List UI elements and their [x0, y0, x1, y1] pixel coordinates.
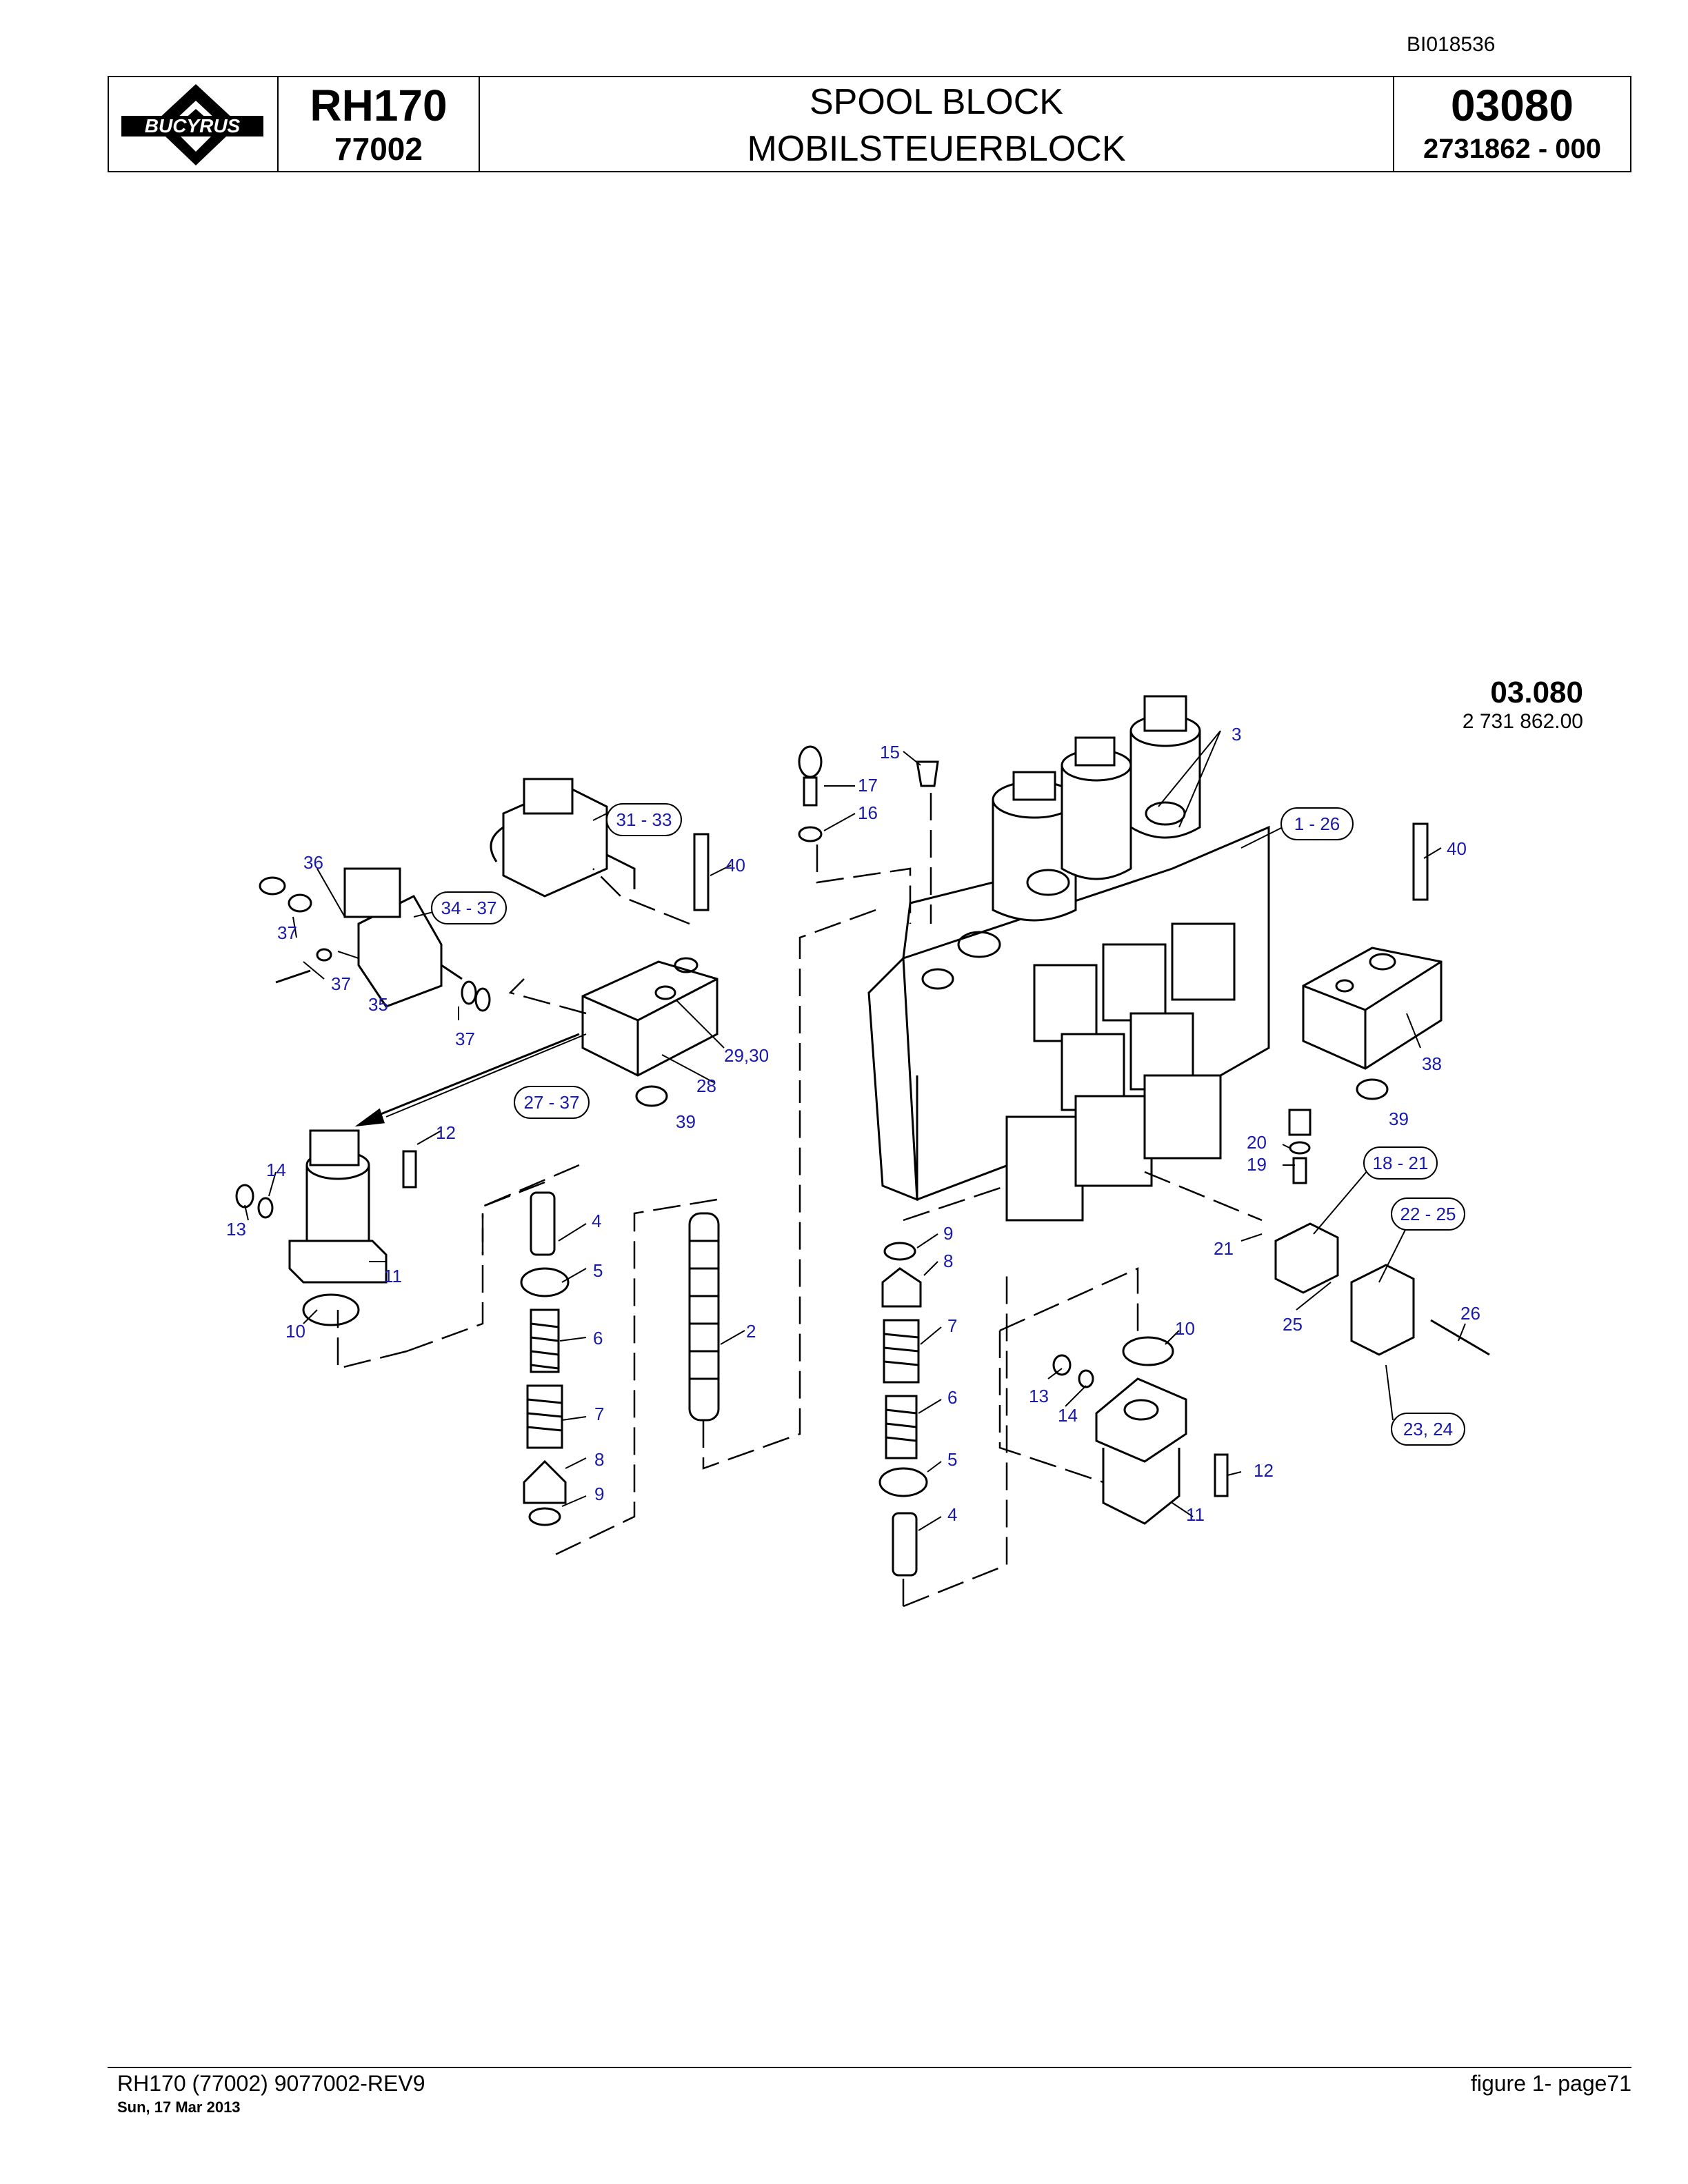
- callout-23-24: 23, 24: [1403, 1419, 1453, 1439]
- callout-31-33: 31 - 33: [616, 809, 672, 830]
- figure-part: 2 731 862.00: [1462, 710, 1583, 733]
- label-4-left: 4: [592, 1211, 601, 1231]
- item-labels: 3 15 17 16 40 40 36 37 37 35 37 29,30 28…: [226, 724, 1480, 1525]
- callout-oval: [1391, 1413, 1465, 1446]
- logo-cell: BUCYRUS: [109, 77, 279, 171]
- label-38: 38: [1422, 1053, 1442, 1074]
- model-cell: RH170 77002: [279, 77, 480, 171]
- label-7-left: 7: [594, 1404, 604, 1424]
- label-29-30: 29,30: [724, 1045, 769, 1066]
- label-7-right: 7: [947, 1315, 957, 1336]
- label-13-right: 13: [1029, 1386, 1049, 1406]
- callout-27-37: 27 - 37: [524, 1092, 580, 1113]
- callout-oval: [606, 803, 682, 836]
- title-cell: SPOOL BLOCK MOBILSTEUERBLOCK: [480, 77, 1394, 171]
- label-4-right: 4: [947, 1504, 957, 1525]
- label-12-left: 12: [436, 1122, 456, 1143]
- document-id: BI018536: [1407, 33, 1496, 56]
- callout-oval: [431, 891, 507, 924]
- group-cell: 03080 2731862 - 000: [1394, 77, 1630, 171]
- group-number: 03080: [1451, 81, 1574, 130]
- label-6-left: 6: [593, 1328, 603, 1348]
- end-cap-right: [1052, 1336, 1229, 1525]
- callout-oval: [1280, 807, 1354, 840]
- label-25: 25: [1283, 1314, 1303, 1335]
- callout-oval: [514, 1086, 590, 1119]
- drawing-lines: [235, 695, 1490, 1608]
- leader-lines: [244, 730, 1466, 1531]
- label-37-b: 37: [331, 973, 351, 994]
- label-19: 19: [1247, 1154, 1267, 1175]
- callout-oval: [1391, 1197, 1465, 1231]
- label-11-left: 11: [383, 1266, 402, 1286]
- label-40-right: 40: [1447, 838, 1467, 859]
- spool: [688, 1212, 720, 1422]
- label-11-right: 11: [1186, 1504, 1205, 1525]
- figure-group: 03.080: [1490, 676, 1583, 709]
- title-block: BUCYRUS RH170 77002 SPOOL BLOCK MOBILSTE…: [108, 76, 1631, 172]
- model-number: RH170: [310, 81, 448, 130]
- footer-page-reference: figure 1- page71: [1470, 2071, 1631, 2096]
- adapter-block-left: [581, 957, 719, 1077]
- label-5-right: 5: [947, 1449, 957, 1470]
- label-15: 15: [880, 742, 900, 762]
- label-10-left: 10: [285, 1321, 305, 1342]
- figure-reference: 03.080 2 731 862.00: [1379, 676, 1583, 734]
- label-8-left: 8: [594, 1449, 604, 1470]
- end-cap-left: [235, 1129, 417, 1326]
- title-english: SPOOL BLOCK: [810, 82, 1063, 122]
- label-13-left: 13: [226, 1219, 246, 1240]
- part-number: 2731862 - 000: [1423, 134, 1601, 164]
- label-39-right: 39: [1389, 1109, 1409, 1129]
- label-9-right: 9: [943, 1223, 953, 1244]
- label-20: 20: [1247, 1132, 1267, 1153]
- title-german: MOBILSTEUERBLOCK: [747, 129, 1126, 169]
- label-36: 36: [303, 852, 323, 873]
- spring-stack-left: [520, 1191, 570, 1526]
- label-39-left: 39: [676, 1111, 696, 1132]
- spring-stack-right: [878, 1242, 928, 1577]
- callout-34-37: 34 - 37: [441, 898, 497, 918]
- callout-1-26: 1 - 26: [1294, 813, 1340, 834]
- top-solenoids: [992, 695, 1201, 922]
- label-9-left: 9: [594, 1484, 604, 1504]
- label-6-right: 6: [947, 1387, 957, 1408]
- label-14-left: 14: [266, 1160, 286, 1180]
- label-26: 26: [1460, 1303, 1480, 1324]
- main-spool-block: [867, 825, 1270, 1222]
- footer-document-info: RH170 (77002) 9077002-REV9: [117, 2071, 425, 2096]
- label-12-right: 12: [1254, 1460, 1274, 1481]
- label-40-left: 40: [725, 855, 745, 876]
- label-16: 16: [858, 802, 878, 823]
- label-10-right: 10: [1175, 1318, 1195, 1339]
- footer-date: Sun, 17 Mar 2013: [117, 2099, 241, 2116]
- serial-number: 77002: [334, 131, 423, 167]
- label-14-right: 14: [1058, 1405, 1078, 1426]
- label-17: 17: [858, 775, 878, 796]
- label-37-a: 37: [277, 922, 297, 943]
- label-5-left: 5: [593, 1260, 603, 1281]
- label-21: 21: [1214, 1238, 1234, 1259]
- label-8-right: 8: [943, 1251, 953, 1271]
- solenoid-valve-lower: [259, 867, 491, 1012]
- label-37-c: 37: [455, 1029, 475, 1049]
- assembly-lines: [336, 793, 1263, 1608]
- label-3: 3: [1232, 724, 1241, 745]
- bucyrus-logo: BUCYRUS: [121, 84, 263, 165]
- callouts: 1 - 26 31 - 33 34 - 37 27 - 37 18 - 21 2…: [431, 803, 1465, 1446]
- svg-text:BUCYRUS: BUCYRUS: [145, 115, 241, 136]
- check-valve-assembly: [1274, 1109, 1490, 1356]
- pointer-arrow: [354, 1033, 580, 1127]
- label-35: 35: [368, 994, 388, 1015]
- small-hardware: [635, 745, 1429, 1107]
- solenoid-valve-upper: [490, 778, 636, 898]
- footer-rule: [108, 2067, 1631, 2068]
- callout-22-25: 22 - 25: [1400, 1204, 1456, 1224]
- callout-18-21: 18 - 21: [1373, 1153, 1429, 1173]
- callout-oval: [1363, 1146, 1438, 1180]
- label-2: 2: [746, 1321, 756, 1342]
- label-28: 28: [696, 1075, 716, 1096]
- adapter-block-right: [1302, 947, 1443, 1070]
